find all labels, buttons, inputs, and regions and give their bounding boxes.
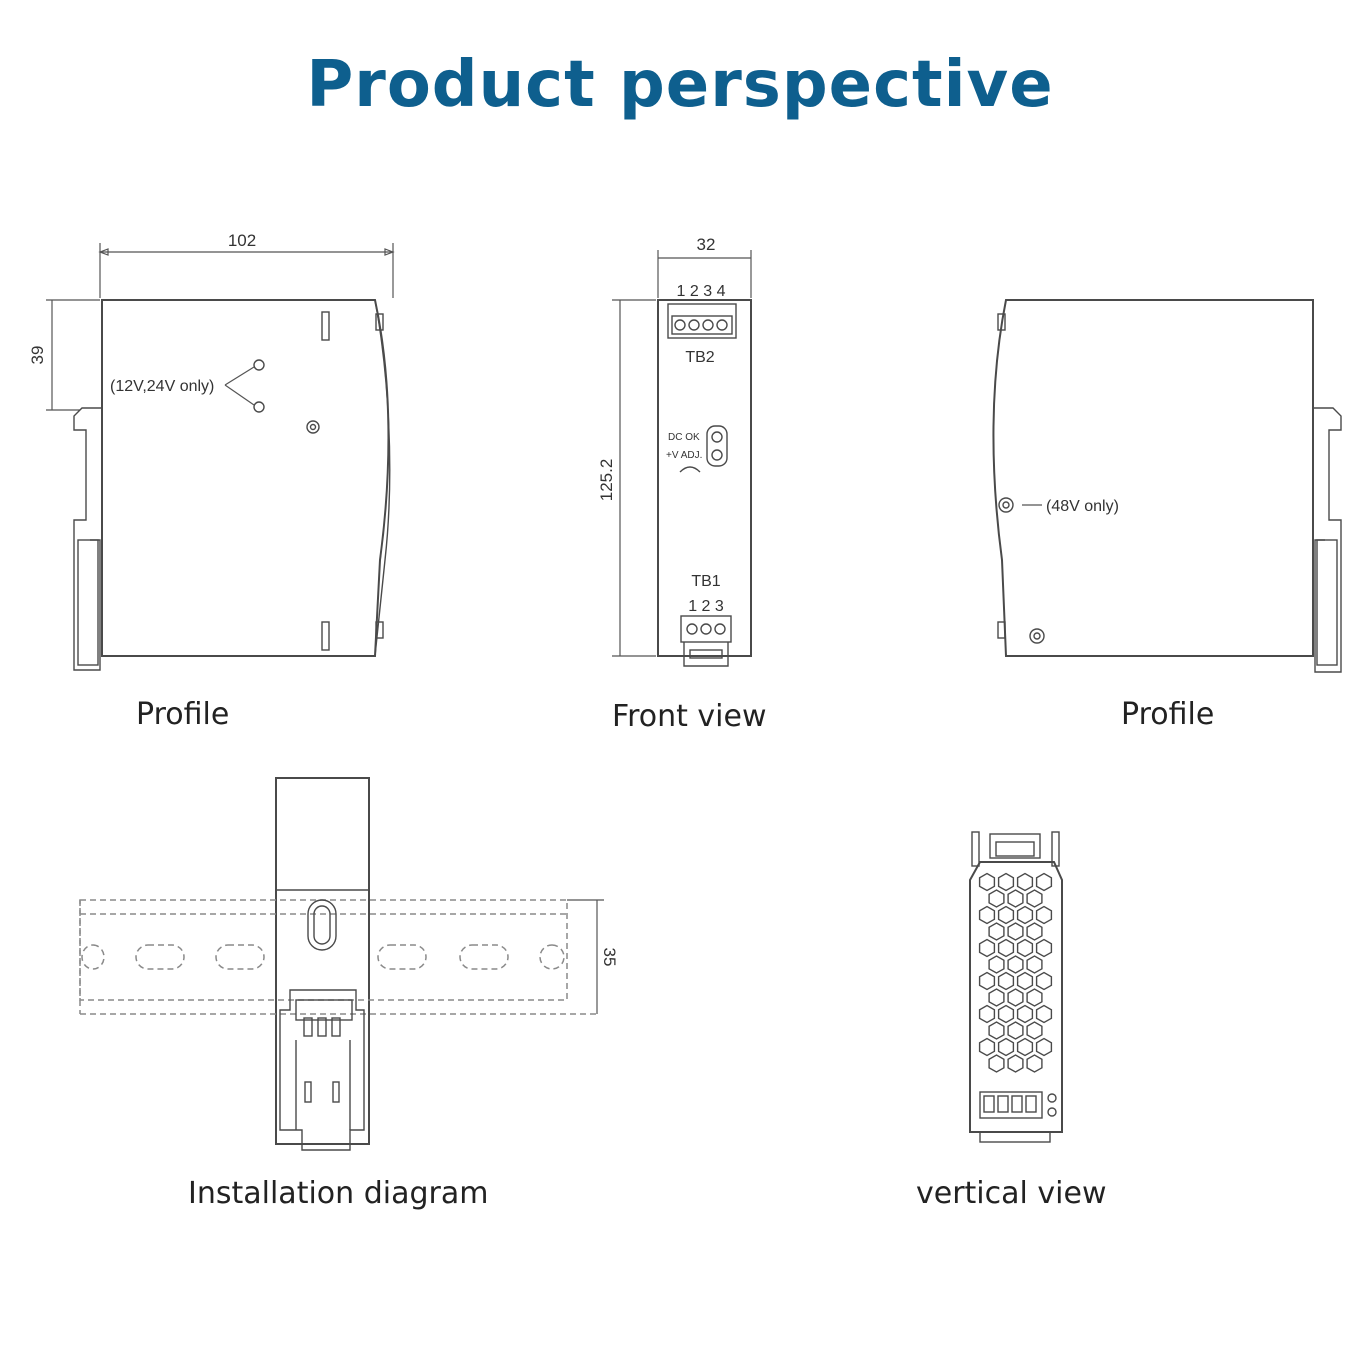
vent-hole [997, 938, 1015, 958]
vent-hole [1035, 971, 1053, 991]
rail-dimension-label: 35 [600, 948, 619, 967]
vent-hole [1026, 955, 1043, 974]
tb2-label: TB2 [685, 349, 714, 366]
tb1-pin-numbers: 1 2 3 [688, 598, 724, 615]
height-dimension-label: 39 [28, 346, 47, 365]
vent-hole [1016, 872, 1034, 892]
vent-hole [1007, 1021, 1024, 1040]
profile-right-drawing: (48V only) [992, 299, 1342, 673]
vent-hole [997, 1004, 1015, 1024]
vent-hole [1026, 922, 1043, 941]
vent-hole [988, 1021, 1005, 1040]
vent-hole [1007, 889, 1024, 908]
caption-profile-left: Profile [136, 697, 230, 732]
vent-hole [1035, 872, 1053, 892]
vent-hole [1035, 938, 1053, 958]
vent-hole [978, 872, 996, 892]
vent-hole [1007, 922, 1024, 941]
vent-hole [988, 922, 1005, 941]
voltage-note-48v-label: (48V only) [1046, 498, 1119, 515]
vent-hole [978, 938, 996, 958]
vent-hole [1016, 1037, 1034, 1057]
vent-hole [988, 1054, 1005, 1073]
vent-hole [997, 872, 1015, 892]
vent-hole [978, 1004, 996, 1024]
vent-hole [1026, 889, 1043, 908]
vent-hole [1007, 1054, 1024, 1073]
vent-hole [978, 1037, 996, 1057]
dc-ok-label: DC OK [668, 432, 700, 443]
vent-hole [1026, 988, 1043, 1007]
caption-installation: Installation diagram [188, 1176, 489, 1211]
caption-front-view: Front view [612, 699, 767, 734]
installation-drawing: 35 [79, 777, 619, 1151]
vent-hole [1007, 988, 1024, 1007]
vent-hole [1026, 1054, 1043, 1073]
vent-hole [1016, 971, 1034, 991]
voltage-note-label: (12V,24V only) [110, 378, 214, 395]
vent-hole [1016, 938, 1034, 958]
front-height-dimension-label: 125.2 [597, 459, 616, 502]
caption-profile-right: Profile [1121, 697, 1215, 732]
vent-hole [1035, 1037, 1053, 1057]
vertical-view-drawing [969, 831, 1063, 1143]
vent-hole [997, 1037, 1015, 1057]
profile-left-drawing: 102 39 (12V,24V only) [28, 231, 395, 671]
v-adj-label: +V ADJ. [666, 450, 702, 461]
tb1-label: TB1 [691, 573, 720, 590]
vent-hole [978, 905, 996, 925]
page-title: Product perspective [306, 48, 1054, 122]
vent-hole [997, 905, 1015, 925]
vent-hole [1035, 905, 1053, 925]
front-width-dimension-label: 32 [697, 235, 716, 254]
vent-hole [988, 988, 1005, 1007]
vent-hole [1016, 1004, 1034, 1024]
vent-hole [1016, 905, 1034, 925]
vent-hole [1007, 955, 1024, 974]
front-view-drawing: 32 125.2 1 2 3 4 TB2 DC OK +V ADJ. TB1 1… [597, 235, 752, 667]
vent-hole [978, 971, 996, 991]
caption-vertical-view: vertical view [916, 1176, 1107, 1211]
vent-hole [1035, 1004, 1053, 1024]
tb2-pin-numbers: 1 2 3 4 [677, 283, 726, 300]
vent-hole-grid [978, 872, 1053, 1073]
vent-hole [997, 971, 1015, 991]
width-dimension-label: 102 [228, 231, 256, 250]
vent-hole [988, 889, 1005, 908]
vent-hole [988, 955, 1005, 974]
vent-hole [1026, 1021, 1043, 1040]
